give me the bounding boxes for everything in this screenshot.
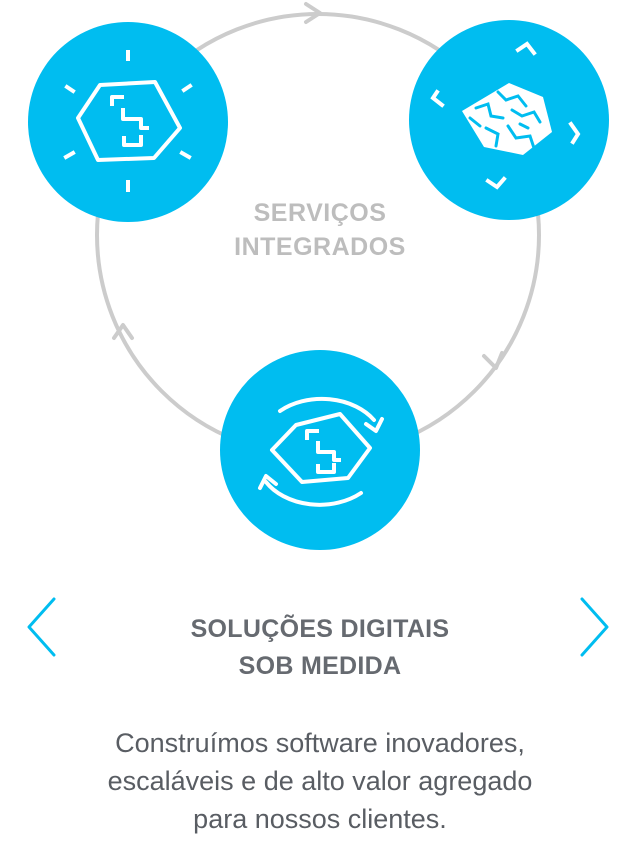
ring-arrow-left (112, 323, 134, 340)
ring-arrow-top (304, 2, 322, 24)
slide-description: Construímos software inovadores, escaláv… (30, 724, 610, 838)
brain-cube-node (409, 20, 609, 220)
carousel-next-button[interactable] (578, 596, 612, 658)
center-title: SERVIÇOS INTEGRADOS (170, 196, 470, 264)
refresh-hexagon-icon (258, 396, 384, 507)
ring-arrow-right (482, 351, 504, 370)
carousel-prev-button[interactable] (24, 596, 58, 658)
slide-title: SOLUÇÕES DIGITAIS SOB MEDIDA (90, 611, 550, 685)
chevron-right-icon (580, 597, 609, 657)
idea-hexagon-icon (63, 50, 193, 192)
brain-cube-icon (430, 41, 581, 190)
services-cycle-diagram: SERVIÇOS INTEGRADOS (28, 2, 609, 550)
center-title-line-1: SERVIÇOS (253, 199, 387, 227)
slide-title-line-1: SOLUÇÕES DIGITAIS (190, 615, 450, 643)
slide-description-line-2: escaláveis e de alto valor agregado (107, 766, 533, 796)
slide-description-line-3: para nossos clientes. (193, 804, 447, 834)
idea-hexagon-node (28, 22, 228, 222)
cycle-graphic (28, 2, 609, 550)
slide-description-line-1: Construímos software inovadores, (115, 728, 525, 758)
slide-title-line-2: SOB MEDIDA (238, 652, 402, 680)
chevron-left-icon (27, 597, 56, 657)
center-title-line-2: INTEGRADOS (234, 233, 406, 261)
refresh-hexagon-node (220, 350, 420, 550)
